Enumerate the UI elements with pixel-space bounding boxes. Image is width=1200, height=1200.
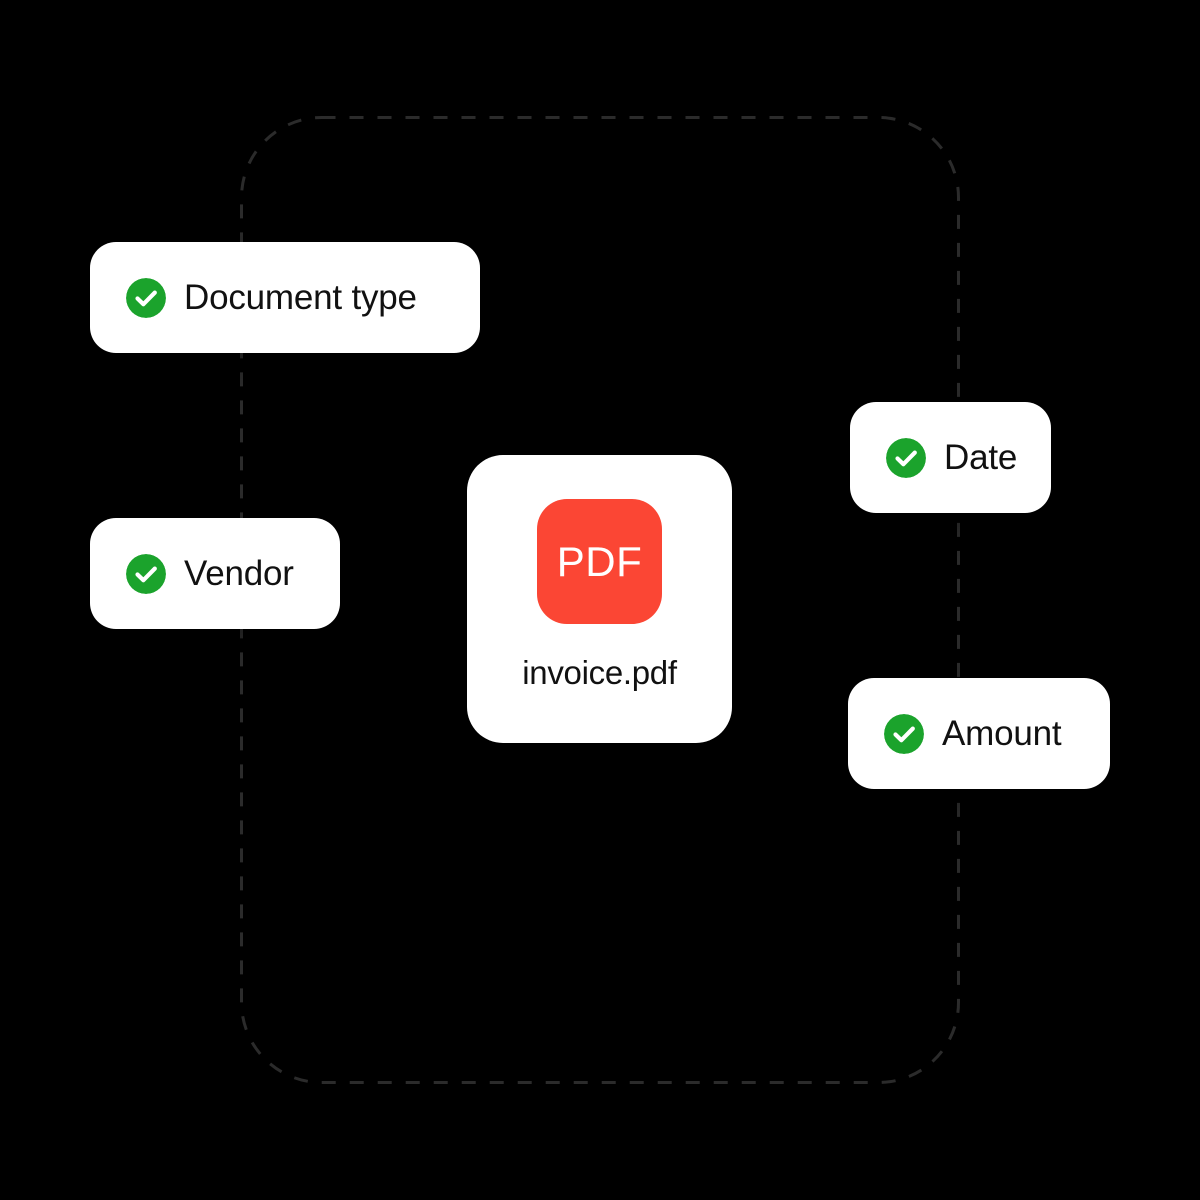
pdf-badge-label: PDF (556, 537, 643, 585)
check-circle-icon (126, 277, 166, 318)
check-circle-icon (886, 437, 926, 478)
field-chip-label: Vendor (184, 554, 294, 593)
pdf-file-icon: PDF (537, 499, 662, 624)
field-chip-date[interactable]: Date (850, 402, 1051, 513)
check-circle-icon (884, 713, 924, 754)
field-chip-label: Amount (942, 714, 1062, 753)
file-card[interactable]: PDF invoice.pdf (467, 455, 732, 743)
field-chip-label: Date (944, 438, 1018, 477)
field-chip-document-type[interactable]: Document type (90, 242, 480, 353)
field-chip-amount[interactable]: Amount (848, 678, 1110, 789)
field-chip-label: Document type (184, 278, 417, 317)
field-chip-vendor[interactable]: Vendor (90, 518, 340, 629)
file-name-label: invoice.pdf (522, 654, 677, 691)
check-circle-icon (126, 553, 166, 594)
